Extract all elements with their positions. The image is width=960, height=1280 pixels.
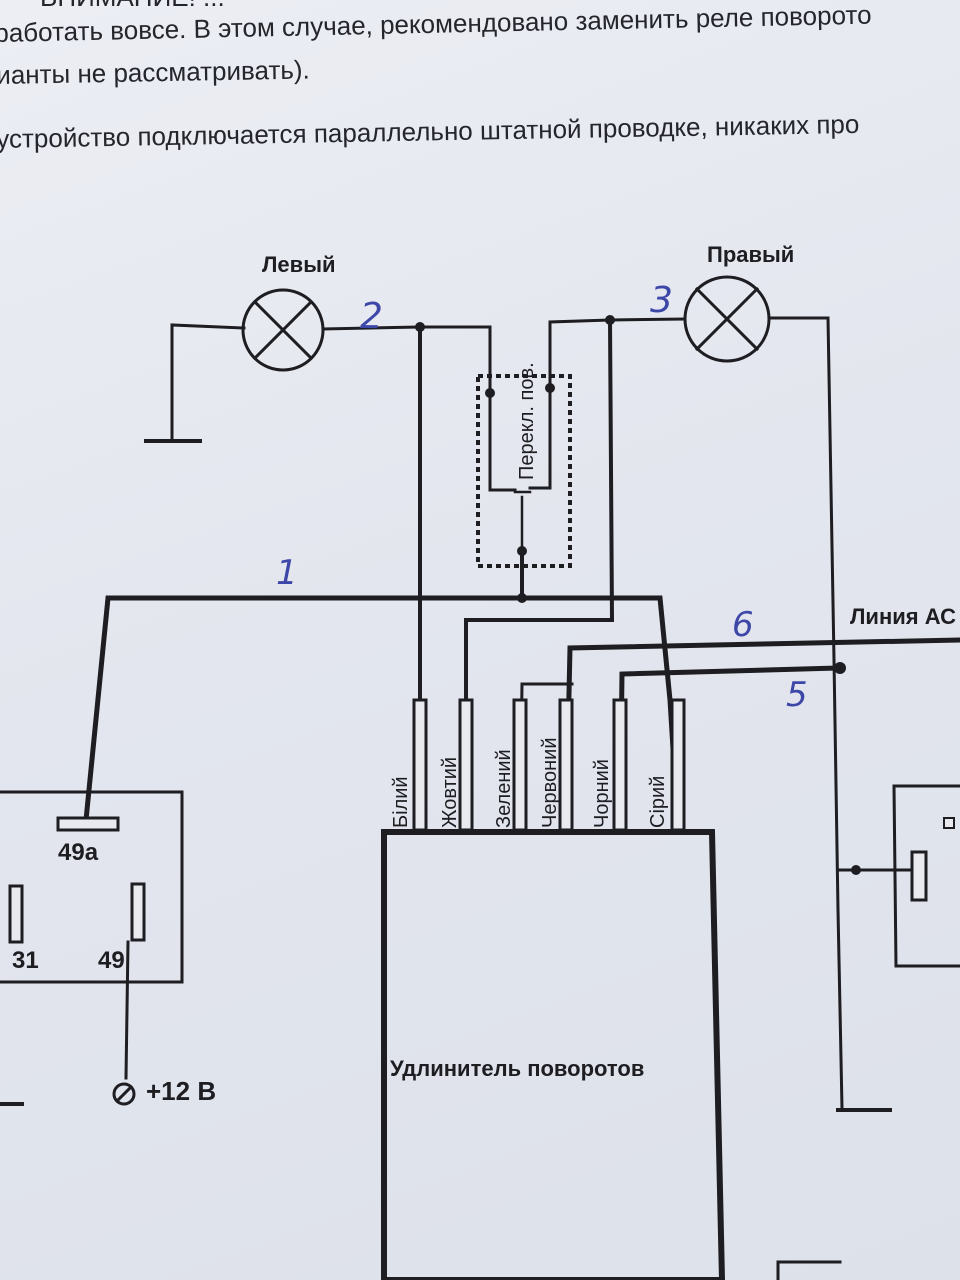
wire-label-red: Червоний — [539, 738, 561, 829]
wire-right-down — [767, 316, 844, 1110]
line-ac-label: Линия АС — [850, 604, 956, 629]
right-lamp-icon — [683, 275, 771, 363]
supply-label: +12 В — [146, 1076, 216, 1106]
handwritten-3: 3 — [650, 280, 673, 321]
handwritten-6: 6 — [732, 605, 754, 645]
left-lamp-label: Левый — [262, 252, 336, 277]
wire-label-green: Зелений — [493, 749, 515, 828]
relay-box — [0, 790, 184, 984]
relay-pin-49: 49 — [98, 947, 125, 974]
left-ground — [144, 323, 246, 443]
left-lamp-icon — [241, 288, 325, 372]
handwritten-2: 2 — [360, 296, 383, 337]
wire-1 — [83, 595, 681, 833]
wire-label-grey: Сірий — [647, 776, 669, 828]
wire-label-black: Чорний — [591, 759, 613, 828]
turn-extender-device — [381, 829, 726, 1280]
turn-switch-label: Перекл. пов. — [516, 362, 538, 480]
wire-left-lamp — [321, 325, 517, 492]
relay-pin-49a: 49a — [58, 839, 99, 866]
wire-label-white: Білий — [390, 776, 412, 828]
handwritten-1: 1 — [276, 553, 298, 593]
terminal-icon — [112, 1082, 136, 1106]
right-lamp-label: Правый — [707, 242, 794, 267]
handwritten-5: 5 — [786, 675, 808, 715]
right-relay-box — [892, 784, 960, 968]
text-line-1: ВНИМАНИЕ! ... — [40, 0, 225, 13]
wire-label-yellow: Жовтий — [439, 757, 461, 828]
device-label: Удлинитель поворотов — [390, 1056, 644, 1081]
relay-pin-31: 31 — [12, 947, 39, 974]
wire-right-lamp — [528, 317, 687, 490]
